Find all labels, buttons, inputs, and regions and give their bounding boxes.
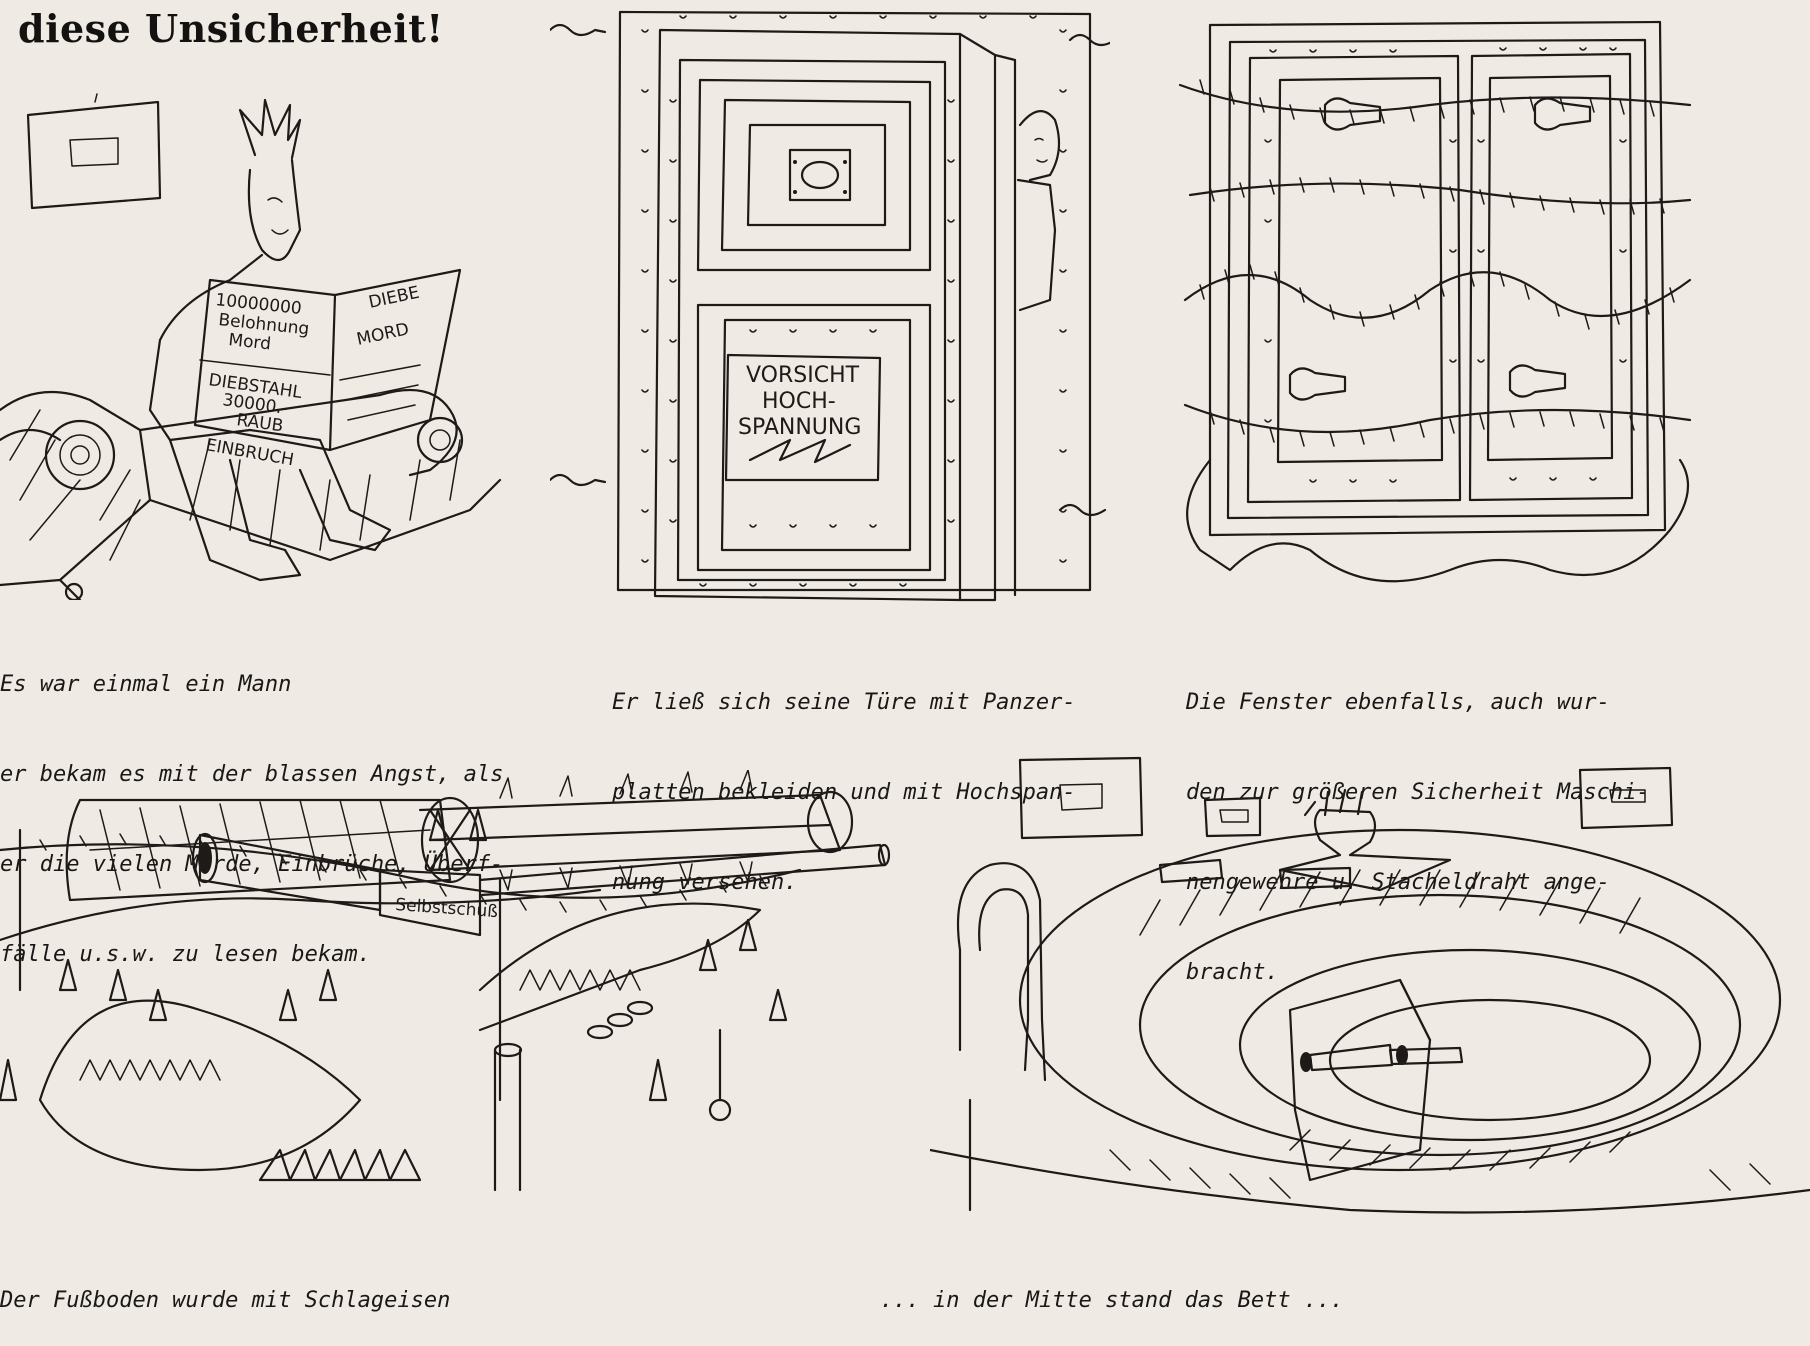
caption-man-reading: Es war einmal ein Mann er bekam es mit d… bbox=[0, 610, 503, 1000]
caption-line: Er ließ sich seine Türe mit Panzer- bbox=[612, 690, 1076, 715]
caption-line: Es war einmal ein Mann bbox=[0, 672, 292, 697]
panel-armored-door: VORSICHT HOCH- SPANNUNG bbox=[550, 0, 1110, 610]
armored-door-illustration: VORSICHT HOCH- SPANNUNG bbox=[550, 10, 1110, 602]
panel-armored-window bbox=[1170, 10, 1720, 610]
caption-armored-door: Er ließ sich seine Türe mit Panzer- plat… bbox=[612, 628, 1076, 928]
caption-line: den zur größeren Sicherheit Maschi- bbox=[1186, 780, 1650, 805]
armored-window-illustration bbox=[1178, 20, 1692, 583]
caption-line: fälle u.s.w. zu lesen bekam. bbox=[0, 942, 371, 967]
panel-traps-floor: Selbstschuß bbox=[0, 770, 900, 1220]
sign-line: HOCH- bbox=[762, 389, 836, 414]
caption-line: Der Fußboden wurde mit Schlageisen bbox=[0, 1288, 451, 1313]
panel-man-reading: 10000000 Belohnung Mord DIEBSTAHL 30000.… bbox=[0, 80, 520, 600]
caption-line: Die Fenster ebenfalls, auch wur- bbox=[1186, 690, 1610, 715]
man-reading-illustration: 10000000 Belohnung Mord DIEBSTAHL 30000.… bbox=[0, 93, 502, 600]
svg-text:MORD: MORD bbox=[355, 319, 411, 350]
traps-floor-illustration: Selbstschuß bbox=[0, 770, 891, 1192]
caption-armored-bed: ... in der Mitte stand das Bett ... bbox=[880, 1226, 1344, 1346]
caption-armored-window: Die Fenster ebenfalls, auch wur- den zur… bbox=[1186, 628, 1650, 1018]
caption-traps-floor: Der Fußboden wurde mit Schlageisen bbox=[0, 1226, 450, 1346]
armored-bed-illustration bbox=[930, 756, 1810, 1214]
caption-line: er bekam es mit der blassen Angst, als bbox=[0, 762, 504, 787]
panel-armored-bed bbox=[930, 750, 1810, 1220]
sign-line: SPANNUNG bbox=[738, 415, 861, 440]
sign-line: VORSICHT bbox=[746, 363, 860, 388]
page-title: diese Unsicherheit! bbox=[18, 6, 444, 51]
caption-line: ... in der Mitte stand das Bett ... bbox=[880, 1288, 1344, 1313]
caption-line: bracht. bbox=[1186, 960, 1279, 985]
svg-text:Mord: Mord bbox=[227, 330, 271, 354]
caption-line: platten bekleiden und mit Hochspan- bbox=[612, 780, 1076, 805]
